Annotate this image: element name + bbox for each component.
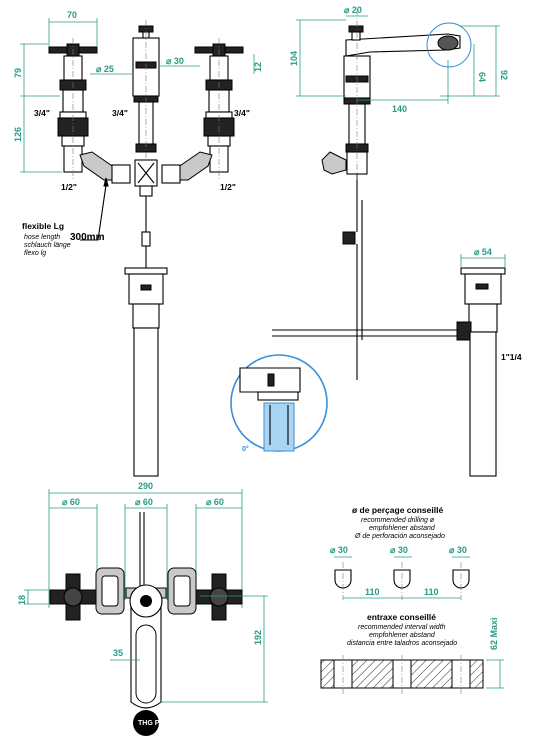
dim-64: 64 [477,72,487,82]
thread-right-lower: 1/2" [220,182,236,192]
dim-79: 79 [13,68,23,78]
detail-view: 0° [230,354,328,453]
hose-line1: hose length [24,234,60,241]
dim-dia-54: ⌀ 54 [474,247,492,257]
thread-left-upper: 3/4" [34,108,50,118]
dim-dia-30: ⌀ 30 [166,56,184,66]
dim-104: 104 [289,51,299,66]
drain-thread: 1"1/4 [501,352,522,362]
hose-label: flexible Lg 300mm hose length schlauch l… [22,177,109,257]
plan-view: 290 ⌀ 60 ⌀ 60 ⌀ 60 THG PARIS [17,481,268,736]
thread-left-lower: 1/2" [61,182,77,192]
dim-18: 18 [17,595,27,605]
thread-right-upper: 3/4" [234,108,250,118]
interval-line3: distancia entre taladros aconsejado [347,640,457,647]
dim-92: 92 [499,70,509,80]
dim-plan-dia-center: ⌀ 60 [135,497,153,507]
drilling-line1: recommended drilling ø [361,517,435,524]
left-handle [48,38,98,180]
plan-right-cross [195,573,243,621]
right-handle [194,38,244,180]
side-elevation: ⌀ 20 104 64 92 140 [272,5,509,380]
side-drain: ⌀ 54 1"1/4 [456,247,522,477]
drill-dia-b: ⌀ 30 [390,545,408,555]
spacing-110-a: 110 [365,587,380,597]
dim-140: 140 [392,104,407,114]
drill-dia-c: ⌀ 30 [449,545,467,555]
dim-290: 290 [138,481,153,491]
dim-dia-25: ⌀ 25 [96,64,114,74]
dim-70: 70 [67,10,77,20]
dim-12: 12 [253,62,263,72]
thread-center: 3/4" [112,108,128,118]
dim-192: 192 [253,630,263,645]
drill-dia-a: ⌀ 30 [330,545,348,555]
dim-dia-20: ⌀ 20 [344,5,362,15]
interval-section: entraxe conseillé recommended interval w… [320,612,504,694]
dim-126: 126 [13,127,23,142]
front-dimension-lines [20,18,255,173]
interval-title: entraxe conseillé [367,612,436,622]
hose-line2: schlauch länge [24,242,71,249]
hose-length: 300mm [70,232,105,243]
drilling-line2: empfohlener abstand [369,525,436,532]
interval-line1: recommended interval width [358,624,446,631]
dim-35: 35 [113,648,123,658]
front-hoses [79,151,213,268]
drilling-line3: Ø de perforación aconsejado [354,533,445,540]
detail-angle: 0° [242,445,249,453]
interval-line2: empfohlener abstand [369,632,436,639]
hose-line3: flexo lg [24,250,46,257]
front-elevation: 70 79 126 ⌀ 25 ⌀ 30 12 3/4" 3/4" 3/4" 1/… [13,10,263,477]
plan-left-cross [49,573,97,621]
front-drain [124,267,168,477]
drilling-title: ø de perçage conseillé [352,505,443,515]
logo: THG PARIS [138,720,176,727]
spacing-110-b: 110 [424,587,439,597]
dim-62-maxi: 62 Maxi [489,617,499,650]
dim-plan-dia-right: ⌀ 60 [206,497,224,507]
dim-plan-dia-left: ⌀ 60 [62,497,80,507]
hose-title: flexible Lg [22,221,64,231]
drilling-section: ø de perçage conseillé recommended drill… [330,505,470,600]
